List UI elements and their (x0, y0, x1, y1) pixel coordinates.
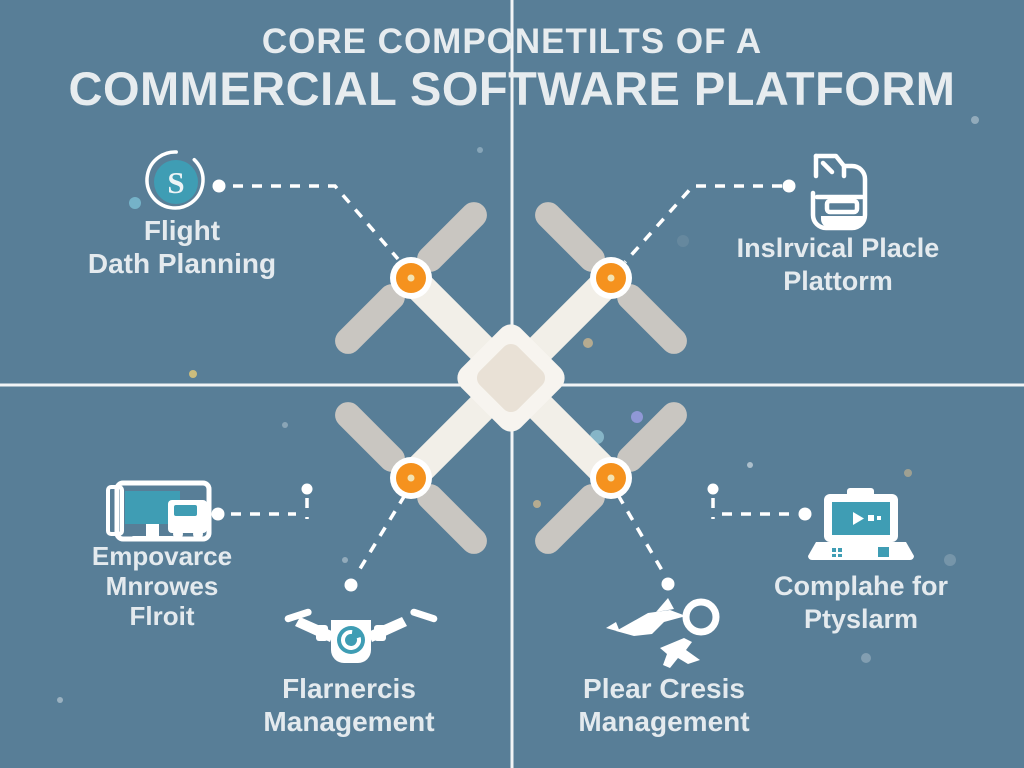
page-title-line2: COMMERCIAL SOFTWARE PLATFORM (68, 62, 956, 115)
connector-top-left (233, 184, 400, 261)
laptop-play-icon (808, 488, 914, 560)
label-camera-management: Flarnercis Management (263, 673, 435, 737)
label-instrument-platform: Inslrvical Placle Plattorm (736, 233, 940, 296)
svg-text:S: S (167, 165, 184, 200)
label-crisis-management: Plear Cresis Management (578, 673, 750, 737)
connector-bottom-right (616, 494, 665, 573)
bokeh-dots (57, 116, 979, 703)
dollar-circle-icon: S (145, 150, 205, 210)
drone-propellers (335, 202, 687, 554)
monitor-vehicle-icon (106, 480, 212, 542)
connector-bottom-left (356, 494, 407, 573)
drone-rotor-hubs (390, 257, 632, 499)
label-flight-path-planning: Flight Dath Planning (87, 215, 277, 279)
quadcopter-drone (335, 202, 687, 554)
label-compliance-platform: Complahe for Ptyslarm (773, 571, 949, 634)
connector-top-right (623, 184, 782, 264)
airplane-search-icon (606, 598, 720, 668)
document-box-icon (810, 153, 868, 231)
label-monitoring-fleet: Empovarce Mnrowes Flroit (91, 541, 233, 631)
camera-drone-icon (284, 608, 438, 663)
connector-lines (231, 184, 795, 573)
drone-body (396, 263, 626, 493)
page-title-line1: CORE COMPONETILTS OF A (261, 22, 763, 61)
connector-endpoints (211, 179, 812, 592)
